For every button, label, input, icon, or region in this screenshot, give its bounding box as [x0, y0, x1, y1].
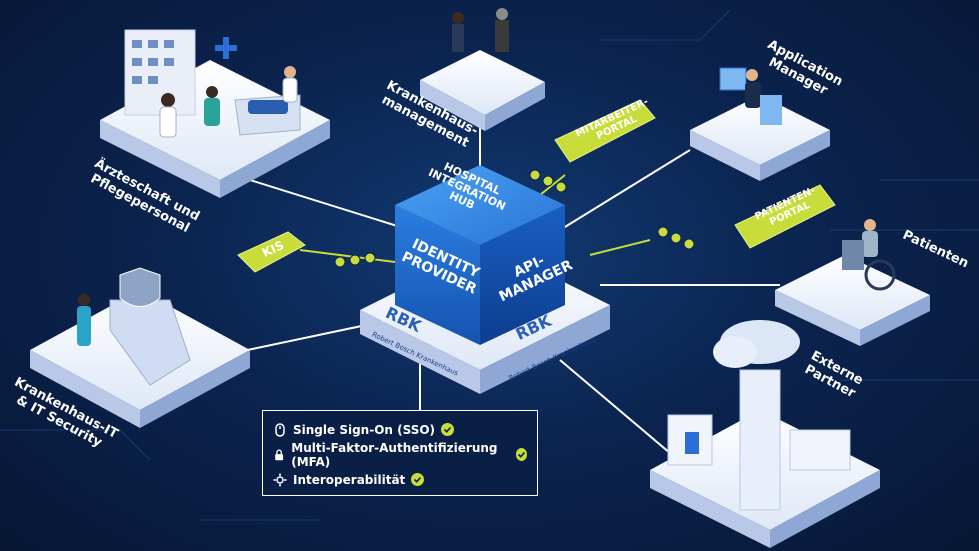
badge-patienten-portal [734, 184, 836, 249]
platform-it-security [30, 267, 250, 428]
feature-sso-label: Single Sign-On (SSO) [293, 422, 436, 437]
hub-cube [395, 165, 565, 345]
check-icon [515, 448, 527, 461]
badge-kis [237, 231, 306, 273]
features-box: Single Sign-On (SSO) Multi-Faktor-Authen… [262, 410, 538, 496]
platform-application-manager [690, 67, 830, 181]
feature-mfa-label: Multi-Faktor-Authentifizierung (MFA) [291, 440, 498, 469]
feature-interop: Interoperabilität [273, 467, 527, 492]
feature-sso: Single Sign-On (SSO) [273, 417, 527, 442]
feature-mfa: Multi-Faktor-Authentifizierung (MFA) [273, 440, 527, 469]
feature-interop-label: Interoperabilität [293, 472, 406, 487]
badge-mitarbeiter-portal [554, 99, 656, 163]
platform-patienten [775, 219, 930, 346]
lock-icon [275, 449, 284, 460]
portal-connectors [299, 174, 651, 263]
gear-network-icon [273, 473, 287, 486]
platform-externe-partner [650, 320, 880, 548]
circuit-background [0, 9, 979, 521]
mouse-icon [275, 422, 285, 437]
platform-aerzteschaft [100, 29, 330, 198]
check-icon [411, 473, 425, 486]
check-icon [441, 423, 455, 436]
platform-management [420, 8, 545, 131]
